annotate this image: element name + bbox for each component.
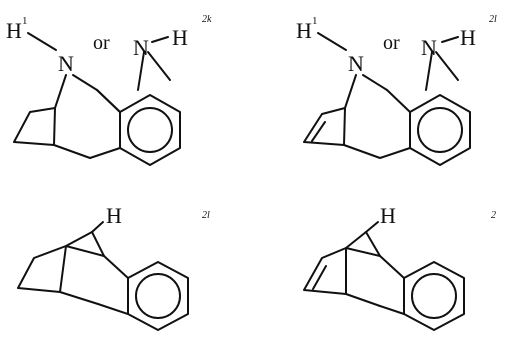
bond-ethano-bridge: [13, 107, 56, 146]
structure-top-left: H 1 N or N H 2k: [6, 14, 212, 166]
aromatic-circle: [127, 107, 173, 153]
atom-h-alt-label: H: [172, 25, 188, 50]
bond-bridge-right: [91, 231, 105, 257]
atom-n-alt-label: N: [421, 35, 437, 60]
bond-alt-n-down: [425, 51, 433, 91]
bond-ring-fusion: [53, 89, 121, 159]
bond-h-c: [365, 221, 379, 233]
bond-double-inner: [312, 265, 327, 290]
bond-n-bridgehead-right: [362, 74, 388, 91]
atom-h-label: H: [106, 203, 122, 228]
bond-ring-fusion: [345, 247, 381, 307]
atom-n-alt-label: N: [133, 35, 149, 60]
bond-benzene-link-top: [386, 89, 411, 113]
bond-bridge-left: [65, 231, 93, 247]
bond-benzene-link-bottom: [343, 144, 411, 159]
atom-h1-label: H: [296, 18, 312, 43]
atom-h1-label: H: [6, 18, 22, 43]
bond-alt-n-down: [137, 51, 145, 91]
bond-etheno-bridge: [303, 247, 347, 295]
aromatic-circle: [411, 273, 457, 319]
bond-ethano-bridge: [17, 245, 67, 293]
bond-n-bridgehead-right: [72, 74, 98, 91]
atom-h-alt-label: H: [460, 25, 476, 50]
bond-benzene-link-bottom: [97, 303, 129, 315]
ref-label: 2l: [202, 210, 210, 221]
bond-double-inner: [311, 121, 326, 142]
or-label: or: [383, 32, 400, 54]
atom-h-label: H: [380, 203, 396, 228]
bond-benzene-link-top: [96, 89, 121, 113]
bond-h-c: [91, 221, 104, 233]
bond-etheno-bridge: [303, 107, 346, 146]
ref-label: 2k: [202, 14, 212, 25]
bond-alt-n-diag: [147, 51, 171, 81]
atom-n-bridge-label: N: [348, 51, 364, 76]
or-label: or: [93, 32, 110, 54]
aromatic-circle: [417, 107, 463, 153]
structure-top-right: H 1 N or N H 2l: [296, 14, 497, 166]
bond-alt-n-diag: [435, 51, 459, 81]
bond-benzene-link-top: [379, 255, 405, 279]
structure-bottom-left: H 2l: [17, 203, 210, 331]
bond-h-n: [27, 32, 57, 51]
atom-h1-superscript: 1: [312, 15, 318, 27]
bond-ring-fusion: [59, 245, 105, 305]
bond-alt-n-h: [441, 36, 459, 43]
bond-bridge-right: [365, 231, 381, 257]
bond-benzene-link-top: [103, 255, 129, 279]
bond-h-n: [317, 32, 347, 51]
ref-label: 2l: [489, 14, 497, 25]
atom-n-bridge-label: N: [58, 51, 74, 76]
bond-benzene-link-bottom: [89, 147, 121, 159]
structure-bottom-right: H 2: [303, 203, 496, 331]
bond-n-bridgehead-left: [344, 74, 357, 109]
aromatic-circle: [135, 273, 181, 319]
bond-benzene-link-bottom: [379, 305, 405, 315]
atom-h1-superscript: 1: [22, 15, 28, 27]
bond-bridge-left: [345, 231, 367, 249]
bond-n-bridgehead-left: [54, 74, 67, 109]
bond-alt-n-h: [151, 36, 169, 43]
ref-label: 2: [491, 210, 496, 221]
